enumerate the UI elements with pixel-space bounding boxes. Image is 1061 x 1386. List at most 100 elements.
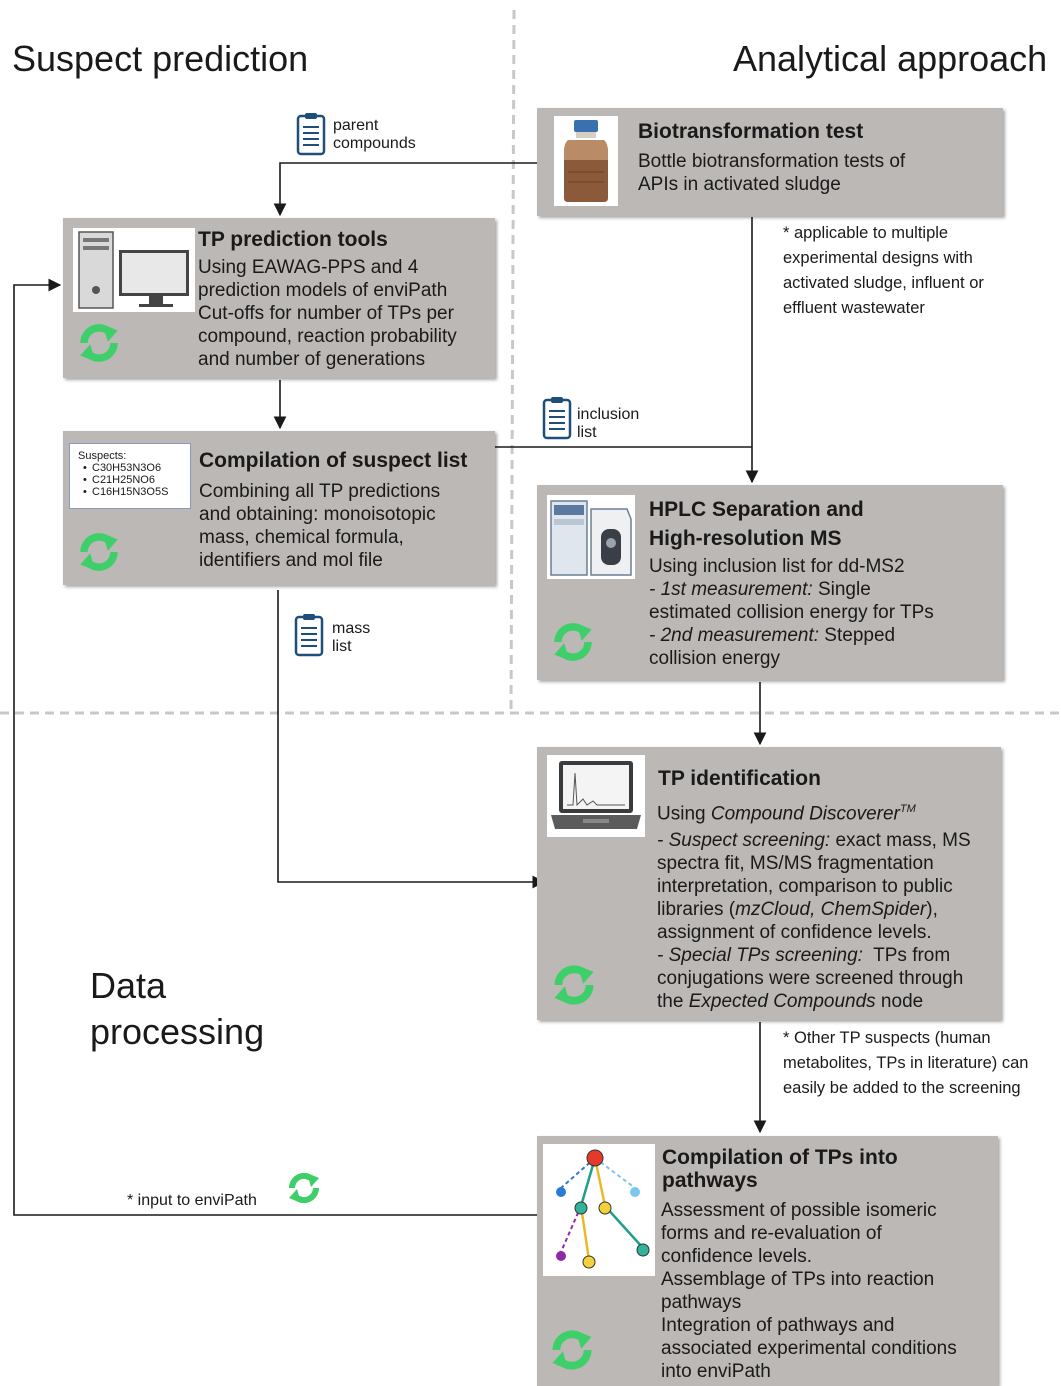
text: libraries ( [657, 899, 736, 921]
label-line: parent [333, 117, 379, 134]
laptop-spectrum-icon [547, 755, 645, 837]
box-line: - Suspect screening: exact mass, MS [657, 829, 971, 852]
box-line: spectra fit, MS/MS fragmentation [657, 853, 934, 875]
box-title-line: High-resolution MS [649, 527, 842, 550]
arrow-parent-compounds [273, 162, 537, 217]
suspects-heading: Suspects: [78, 450, 127, 462]
trademark: TM [899, 803, 916, 815]
box-body: Using Compound DiscovererTM - Suspect sc… [657, 798, 971, 1013]
emphasis: Compound Discoverer [710, 803, 900, 825]
box-line: Bottle biotransformation tests of [638, 151, 906, 172]
box-title: Compilation of TPs into pathways [662, 1146, 898, 1192]
box-hplc-hrms: HPLC Separation and High-resolution MS U… [537, 485, 1003, 680]
box-title-line: HPLC Separation and [649, 498, 864, 521]
box-line: libraries (mzCloud, ChemSpider), [657, 898, 971, 921]
label-inclusion-list: inclusion list [577, 406, 639, 442]
box-line: - Special TPs screening: TPs from [657, 944, 971, 967]
box-line: into enviPath [661, 1361, 771, 1382]
box-line: interpretation, comparison to public [657, 876, 953, 898]
label-line: list [577, 424, 597, 441]
box-body: Assessment of possible isomeric forms an… [661, 1199, 957, 1383]
suspect-item: C21H25NO6 [78, 474, 190, 486]
box-title: Biotransformation test [638, 120, 864, 143]
note-line: metabolites, TPs in literature) can [783, 1054, 1029, 1072]
refresh-cycle-icon [554, 965, 594, 1005]
note-line: easily be added to the screening [783, 1079, 1021, 1097]
text: the [657, 991, 689, 1013]
box-body: Using EAWAG-PPS and 4 prediction models … [198, 256, 457, 371]
box-line: the Expected Compounds node [657, 990, 971, 1013]
label-line: mass [332, 620, 371, 637]
box-line: Integration of pathways and [661, 1315, 895, 1336]
box-line: prediction models of enviPath [198, 280, 448, 301]
box-line: Cut-offs for number of TPs per [198, 303, 454, 324]
suspect-item: C30H53N3O6 [78, 462, 190, 474]
box-title: TP prediction tools [198, 228, 388, 251]
emphasis: - 2nd measurement: [649, 625, 820, 646]
emphasis: - Special TPs screening: [657, 945, 863, 967]
section-title-data-processing: Data processing [90, 963, 264, 1055]
box-line: - 1st measurement: Single [649, 578, 934, 601]
section-title-line: processing [90, 1011, 265, 1052]
arrow-mass-list [277, 590, 546, 889]
refresh-cycle-icon [80, 533, 118, 571]
refresh-cycle-icon [80, 324, 118, 362]
box-title: HPLC Separation and High-resolution MS [649, 495, 864, 553]
emphasis: - 1st measurement: [649, 579, 813, 600]
box-title: TP identification [658, 767, 821, 790]
box-line: and number of generations [198, 349, 426, 370]
sludge-bottle-icon [554, 116, 618, 206]
section-title-line: Data [90, 965, 167, 1006]
clipboard-icon [542, 397, 572, 440]
section-title-analytical-approach: Analytical approach [733, 38, 1048, 79]
box-line: mass, chemical formula, [199, 527, 404, 548]
box-line: Assessment of possible isomeric [661, 1200, 937, 1221]
box-line: Using EAWAG-PPS and 4 [198, 257, 419, 278]
box-line: pathways [661, 1292, 742, 1313]
refresh-cycle-icon [552, 1330, 592, 1370]
box-line: Using Compound DiscovererTM [657, 798, 971, 825]
clipboard-icon [296, 113, 326, 156]
box-line: - 2nd measurement: Stepped [649, 624, 934, 647]
label-line: inclusion [577, 406, 640, 423]
vertical-divider [509, 9, 516, 713]
box-line: assignment of confidence levels. [657, 922, 932, 944]
label-line: list [332, 638, 352, 655]
box-line: associated experimental conditions [661, 1338, 957, 1359]
text: TPs from [862, 945, 951, 967]
note-line: activated sludge, influent or [783, 274, 984, 292]
box-line: APIs in activated sludge [638, 174, 841, 195]
emphasis: mzCloud, ChemSpider [735, 899, 927, 921]
clipboard-icon [294, 614, 324, 657]
text: Stepped [819, 625, 896, 646]
box-line: Combining all TP predictions [199, 481, 441, 502]
note-line: * Other TP suspects (human [783, 1029, 991, 1047]
note-other-suspects: * Other TP suspects (human metabolites, … [783, 1026, 1028, 1101]
section-title-suspect-prediction: Suspect prediction [12, 38, 309, 79]
label-mass-list: mass list [332, 620, 370, 656]
text: Using [657, 803, 711, 825]
box-body: Using inclusion list for dd-MS2 - 1st me… [649, 555, 934, 670]
box-title: Compilation of suspect list [199, 449, 468, 472]
box-line: and obtaining: monoisotopic [199, 504, 436, 525]
box-line: Using inclusion list for dd-MS2 [649, 556, 905, 577]
box-line: conjugations were screened through [657, 968, 964, 990]
box-title-line: pathways [662, 1169, 758, 1192]
box-line: identifiers and mol file [199, 550, 383, 571]
box-body: Combining all TP predictions and obtaini… [199, 480, 440, 572]
emphasis: - Suspect screening: [657, 830, 831, 852]
refresh-cycle-icon [288, 1172, 320, 1204]
lc-ms-instrument-icon [547, 495, 635, 579]
box-line: compound, reaction probability [198, 326, 457, 347]
note-line: effluent wastewater [783, 299, 925, 317]
label-input-to-envipath: * input to enviPath [127, 1192, 257, 1209]
text: Single [812, 579, 871, 600]
suspect-item: C16H15N3O5S [78, 486, 190, 498]
box-tp-prediction-tools: TP prediction tools Using EAWAG-PPS and … [63, 218, 495, 378]
text: node [875, 991, 924, 1013]
box-body: Bottle biotransformation tests of APIs i… [638, 150, 905, 196]
label-parent-compounds: parent compounds [333, 117, 416, 153]
suspect-list-thumbnail: Suspects: C30H53N3O6 C21H25NO6 C16H15N3O… [69, 443, 191, 509]
computer-icon [73, 228, 195, 312]
